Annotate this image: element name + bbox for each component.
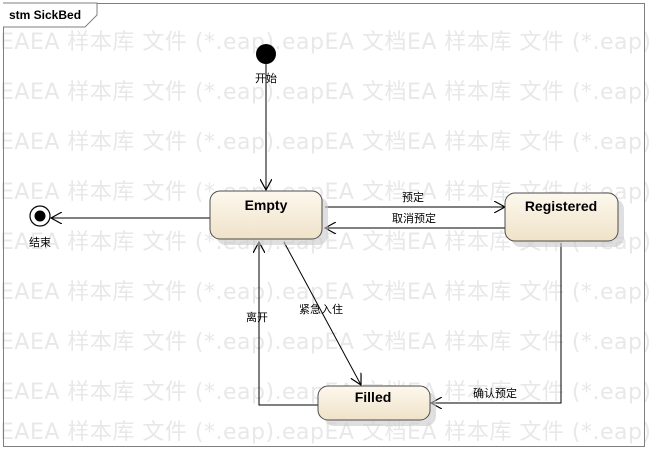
state-empty[interactable]: Empty (209, 190, 328, 245)
transition-label-emergency-admit: 紧急入住 (299, 302, 343, 316)
transition-label-confirm-reserve: 确认预定 (473, 386, 517, 400)
frame-title-tab: stm SickBed (3, 2, 98, 28)
state-name-filled: Filled (355, 389, 392, 405)
diagram-frame (3, 3, 645, 447)
state-name-empty: Empty (245, 197, 288, 213)
state-registered[interactable]: Registered (504, 192, 624, 247)
transition-label-reserve: 预定 (402, 190, 424, 204)
diagram-title: stm SickBed (9, 8, 81, 22)
final-pseudostate[interactable] (29, 205, 51, 227)
final-label: 结束 (29, 236, 51, 249)
transition-confirm-reserve[interactable] (431, 243, 562, 403)
transition-label-cancel-reserve: 取消预定 (392, 211, 436, 225)
transition-leave[interactable] (259, 242, 318, 406)
transition-label-leave: 离开 (246, 310, 268, 324)
initial-pseudostate[interactable] (256, 44, 276, 64)
state-name-registered: Registered (525, 198, 597, 214)
state-filled[interactable]: Filled (317, 385, 436, 426)
transition-emergency-admit[interactable] (283, 241, 361, 385)
